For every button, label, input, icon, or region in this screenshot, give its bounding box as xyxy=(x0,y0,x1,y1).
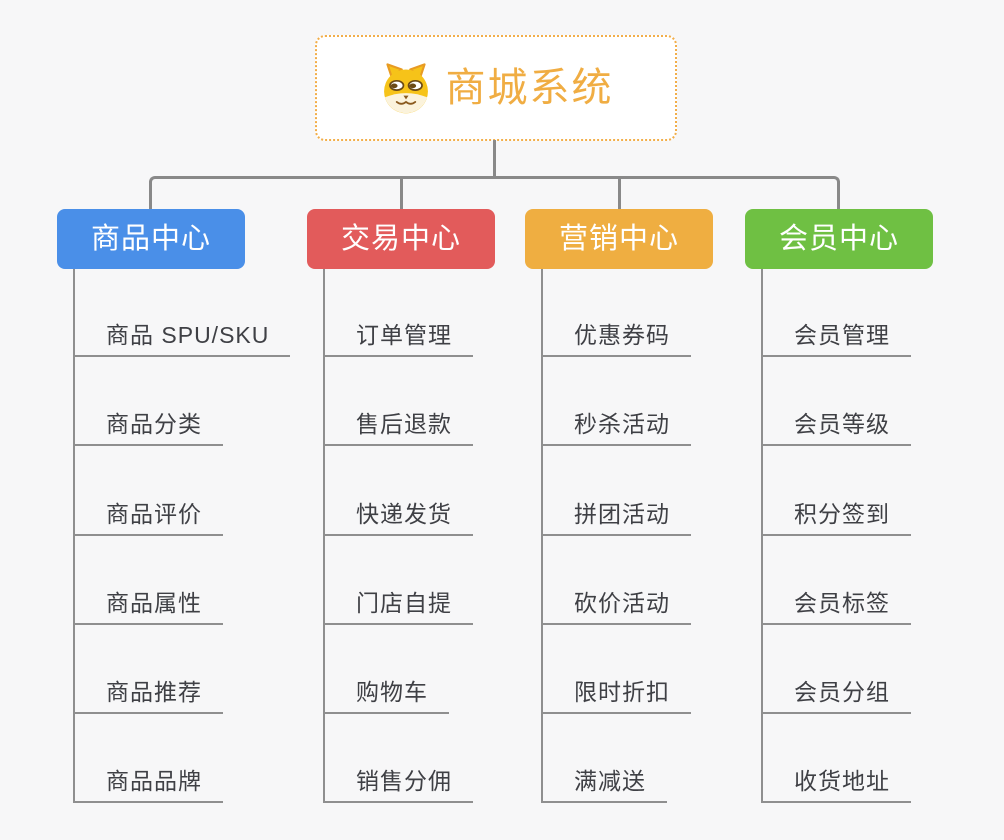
dog-face-icon xyxy=(379,61,433,115)
branch-column-line xyxy=(541,269,543,803)
leaf-label: 快递发货 xyxy=(356,501,452,528)
leaf-node[interactable]: 售后退款 xyxy=(323,404,473,446)
leaf-label: 会员等级 xyxy=(794,411,890,438)
leaf-label: 会员分组 xyxy=(794,679,890,706)
connector-branch-drop xyxy=(399,179,403,209)
leaf-label: 砍价活动 xyxy=(574,590,670,617)
leaf-node[interactable]: 会员分组 xyxy=(761,672,911,714)
branch-column-line xyxy=(323,269,325,803)
leaf-node[interactable]: 秒杀活动 xyxy=(541,404,691,446)
root-node[interactable]: 商城系统 xyxy=(315,35,677,141)
leaf-node[interactable]: 限时折扣 xyxy=(541,672,691,714)
connector-root-stub xyxy=(493,140,496,179)
branch-node[interactable]: 会员中心 xyxy=(745,209,933,269)
leaf-node[interactable]: 订单管理 xyxy=(323,315,473,357)
leaf-label: 会员管理 xyxy=(794,322,890,349)
leaf-label: 积分签到 xyxy=(794,501,890,528)
leaf-node[interactable]: 销售分佣 xyxy=(323,761,473,803)
leaf-label: 会员标签 xyxy=(794,590,890,617)
leaf-label: 商品推荐 xyxy=(106,679,202,706)
leaf-label: 商品 SPU/SKU xyxy=(106,322,270,349)
branch-node[interactable]: 交易中心 xyxy=(307,209,495,269)
leaf-node[interactable]: 商品推荐 xyxy=(73,672,223,714)
leaf-node[interactable]: 购物车 xyxy=(323,672,449,714)
branch-label: 商品中心 xyxy=(90,222,211,255)
leaf-node[interactable]: 商品品牌 xyxy=(73,761,223,803)
leaf-label: 商品分类 xyxy=(106,411,202,438)
connector-bus-right xyxy=(493,176,840,209)
leaf-node[interactable]: 商品分类 xyxy=(73,404,223,446)
leaf-node[interactable]: 收货地址 xyxy=(761,761,911,803)
leaf-label: 收货地址 xyxy=(794,768,890,795)
leaf-node[interactable]: 快递发货 xyxy=(323,494,473,536)
leaf-node[interactable]: 优惠券码 xyxy=(541,315,691,357)
root-title: 商城系统 xyxy=(445,66,614,110)
branch-node[interactable]: 商品中心 xyxy=(57,209,245,269)
leaf-node[interactable]: 商品属性 xyxy=(73,583,223,625)
leaf-node[interactable]: 砍价活动 xyxy=(541,583,691,625)
leaf-label: 商品品牌 xyxy=(106,768,202,795)
leaf-label: 销售分佣 xyxy=(356,768,452,795)
connector-branch-drop xyxy=(617,179,621,209)
leaf-node[interactable]: 会员标签 xyxy=(761,583,911,625)
leaf-label: 优惠券码 xyxy=(574,322,670,349)
branch-column-line xyxy=(73,269,75,803)
leaf-label: 售后退款 xyxy=(356,411,452,438)
leaf-node[interactable]: 门店自提 xyxy=(323,583,473,625)
leaf-label: 秒杀活动 xyxy=(574,411,670,438)
branch-label: 交易中心 xyxy=(340,222,461,255)
leaf-label: 满减送 xyxy=(574,768,646,795)
branch-column-line xyxy=(761,269,763,803)
leaf-label: 限时折扣 xyxy=(574,679,670,706)
leaf-node[interactable]: 会员管理 xyxy=(761,315,911,357)
leaf-label: 购物车 xyxy=(356,679,428,706)
leaf-label: 商品评价 xyxy=(106,501,202,528)
leaf-node[interactable]: 积分签到 xyxy=(761,494,911,536)
branch-label: 营销中心 xyxy=(558,222,679,255)
branch-node[interactable]: 营销中心 xyxy=(525,209,713,269)
leaf-node[interactable]: 满减送 xyxy=(541,761,667,803)
leaf-node[interactable]: 会员等级 xyxy=(761,404,911,446)
branch-label: 会员中心 xyxy=(778,222,899,255)
leaf-node[interactable]: 商品评价 xyxy=(73,494,223,536)
leaf-label: 订单管理 xyxy=(356,322,452,349)
leaf-label: 拼团活动 xyxy=(574,501,670,528)
leaf-node[interactable]: 拼团活动 xyxy=(541,494,691,536)
leaf-node[interactable]: 商品 SPU/SKU xyxy=(73,315,291,357)
leaf-label: 商品属性 xyxy=(106,590,202,617)
connector-bus-left xyxy=(149,176,494,209)
leaf-label: 门店自提 xyxy=(356,590,452,617)
